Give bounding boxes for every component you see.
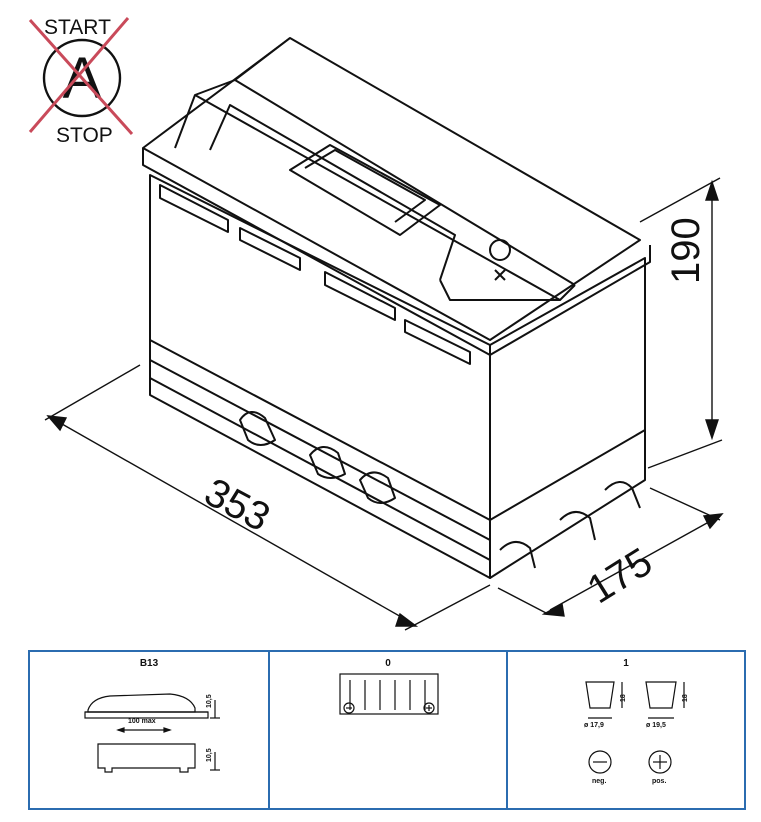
panel-bottom-ledge: B13 10,5 100 max 10,5 xyxy=(30,652,268,808)
ledge-height-label: 10,5 xyxy=(206,694,213,708)
ledge-height-bottom-label: 10,5 xyxy=(206,748,213,762)
panel-terminal-layout: 0 xyxy=(268,652,506,808)
ledge-diagram xyxy=(84,693,220,773)
logo-start-label: START xyxy=(44,16,111,39)
panel-title-b13: B13 xyxy=(139,658,159,669)
terminal-layout-diagram xyxy=(339,673,439,715)
minus-icon xyxy=(588,750,612,774)
panel-terminals: 1 18 18 ø 17,9 ø 19,5 neg. pos. xyxy=(506,652,744,808)
plus-icon xyxy=(648,750,672,774)
pos-label: pos. xyxy=(652,778,667,785)
battery-drawing xyxy=(44,37,724,631)
neg-diameter-label: ø 17,9 xyxy=(584,722,604,729)
start-stop-logo: A START STOP xyxy=(0,0,150,150)
spec-table: B13 10,5 100 max 10,5 0 xyxy=(28,650,746,810)
ledge-max-width-label: 100 max xyxy=(128,718,156,725)
neg-height-label: 18 xyxy=(620,694,627,702)
battery-bottom-ledge xyxy=(149,339,646,521)
terminals-diagram xyxy=(585,681,685,774)
battery-handle xyxy=(289,144,441,236)
pos-terminal-shape xyxy=(645,681,677,709)
logo-stop-label: STOP xyxy=(56,124,113,147)
pos-diameter-label: ø 19,5 xyxy=(646,722,666,729)
panel-title-1: 1 xyxy=(623,658,629,669)
battery-front-face xyxy=(149,174,491,579)
battery-side-face xyxy=(489,257,646,579)
pos-height-label: 18 xyxy=(682,694,689,702)
neg-label: neg. xyxy=(592,778,607,785)
neg-terminal-shape xyxy=(585,681,615,709)
dimension-height: 190 xyxy=(664,217,708,284)
start-stop-icon: A xyxy=(28,17,134,136)
panel-title-0: 0 xyxy=(385,658,391,669)
